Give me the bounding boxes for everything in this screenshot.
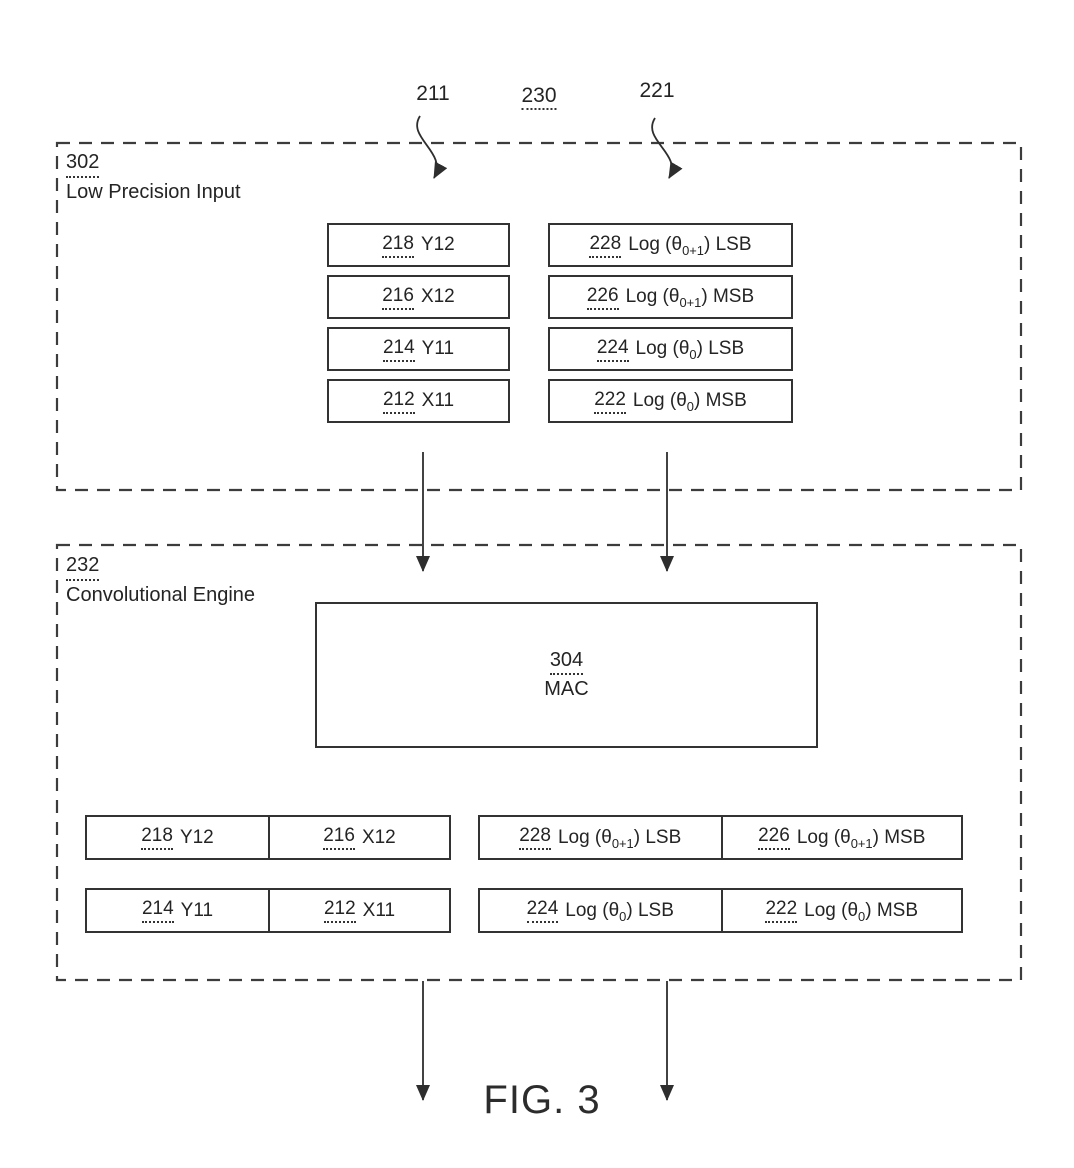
label-pre: Log (θ — [565, 899, 620, 921]
label-pre: Y11 — [421, 338, 455, 359]
input-box-222: 222 Log (θ0) MSB — [548, 379, 793, 423]
ref-number: 226 — [586, 285, 619, 310]
label-sub: 0 — [689, 346, 697, 362]
mac-box: 304 MAC — [315, 602, 818, 748]
label-text: Log (θ0) MSB — [804, 899, 919, 923]
label-post: ) LSB — [626, 899, 674, 921]
label-text: Log (θ0) LSB — [635, 338, 745, 362]
ref-number: 212 — [323, 898, 356, 923]
cell-218: 218 Y12 — [87, 817, 268, 858]
box-232-title: Convolutional Engine — [66, 584, 256, 606]
label-sub: 0+1 — [850, 835, 873, 851]
box-232-ref: 232 — [66, 551, 100, 581]
label-pre: Log (θ — [635, 338, 690, 359]
mac-ref: 304 — [549, 649, 584, 675]
label-pre: Log (θ — [796, 826, 851, 848]
box-232-label: 232 Convolutional Engine — [66, 551, 255, 609]
label-post: ) LSB — [633, 826, 682, 848]
figure-caption: FIG. 3 — [483, 1078, 601, 1122]
cell-228: 228 Log (θ0+1) LSB — [480, 817, 721, 858]
label-sub: 0+1 — [679, 294, 702, 310]
cell-214: 214 Y11 — [87, 890, 268, 931]
input-box-218: 218 Y12 — [327, 223, 510, 267]
ref-label-230: 230 — [521, 84, 557, 110]
label-pre: Y11 — [180, 899, 214, 921]
ref-number: 228 — [519, 825, 551, 850]
ref-number: 218 — [382, 233, 414, 258]
label-pre: X12 — [361, 826, 396, 848]
label-text: Log (θ0+1) LSB — [628, 234, 752, 258]
label-post: ) LSB — [703, 234, 752, 255]
cell-226: 226 Log (θ0+1) MSB — [720, 817, 962, 858]
input-box-228: 228 Log (θ0+1) LSB — [548, 223, 793, 267]
label-text: Log (θ0) LSB — [565, 899, 674, 923]
ref-number: 226 — [758, 825, 790, 850]
box-302-ref: 302 — [66, 148, 100, 178]
input-box-216: 216 X12 — [327, 275, 510, 319]
label-text: X11 — [363, 900, 395, 922]
label-pre: X11 — [421, 390, 455, 411]
input-box-214: 214 Y11 — [327, 327, 510, 371]
label-sub: 0 — [686, 398, 694, 414]
ref-number: 212 — [382, 389, 415, 414]
label-pre: X12 — [420, 286, 455, 307]
label-text: Log (θ0+1) MSB — [796, 826, 926, 851]
label-post: ) LSB — [696, 338, 745, 359]
label-text: Log (θ0+1) LSB — [557, 826, 682, 851]
curved-arrow-211 — [416, 115, 448, 179]
cell-216: 216 X12 — [268, 817, 449, 858]
cell-212: 212 X11 — [268, 890, 449, 931]
label-post: ) MSB — [865, 899, 919, 921]
label-pre: Y12 — [179, 826, 214, 848]
ref-label-221: 221 — [639, 79, 675, 102]
cell-222: 222 Log (θ0) MSB — [720, 890, 962, 931]
label-text: Log (θ0+1) MSB — [625, 286, 755, 310]
ref-label-211: 211 — [416, 82, 450, 105]
ref-number: 222 — [594, 389, 626, 414]
label-pre: Log (θ — [628, 234, 683, 255]
mac-label: MAC — [544, 678, 589, 700]
ref-number: 214 — [141, 898, 174, 923]
ref-number: 216 — [323, 825, 355, 850]
ref-number: 222 — [765, 898, 798, 923]
label-post: ) MSB — [872, 826, 926, 848]
label-text: Y11 — [422, 338, 454, 360]
label-pre: X11 — [362, 899, 396, 921]
label-pre: Y12 — [420, 234, 455, 255]
cell-224: 224 Log (θ0) LSB — [480, 890, 721, 931]
label-sub: 0+1 — [611, 835, 634, 851]
ref-number: 228 — [589, 233, 622, 258]
label-text: Y11 — [181, 900, 213, 922]
ref-number: 218 — [141, 825, 173, 850]
label-pre: Log (θ — [625, 286, 680, 307]
ref-number: 214 — [382, 337, 415, 362]
input-box-224: 224 Log (θ0) LSB — [548, 327, 793, 371]
label-pre: Log (θ — [804, 899, 859, 921]
engine-row-y12-x12: 218 Y12 216 X12 — [85, 815, 451, 860]
label-pre: Log (θ — [557, 826, 612, 848]
engine-row-y11-x11: 214 Y11 212 X11 — [85, 888, 451, 933]
ref-number: 224 — [526, 898, 559, 923]
label-post: ) MSB — [693, 390, 747, 411]
label-text: X12 — [421, 286, 455, 308]
label-text: Log (θ0) MSB — [632, 390, 747, 414]
input-box-212: 212 X11 — [327, 379, 510, 423]
box-302-title: Low Precision Input — [66, 181, 241, 203]
ref-number: 216 — [382, 285, 414, 310]
ref-label-230-text: 230 — [521, 84, 557, 110]
engine-row-log-theta01: 228 Log (θ0+1) LSB 226 Log (θ0+1) MSB — [478, 815, 963, 860]
box-302-label: 302 Low Precision Input — [66, 148, 241, 206]
curved-arrow-221 — [651, 117, 683, 179]
label-text: Y12 — [180, 827, 214, 849]
label-sub: 0+1 — [682, 242, 704, 258]
label-post: ) MSB — [701, 286, 755, 307]
label-text: Y12 — [421, 234, 455, 256]
engine-row-log-theta0: 224 Log (θ0) LSB 222 Log (θ0) MSB — [478, 888, 963, 933]
input-box-226: 226 Log (θ0+1) MSB — [548, 275, 793, 319]
label-text: X11 — [422, 390, 454, 412]
ref-number: 224 — [596, 337, 629, 362]
label-text: X12 — [362, 827, 396, 849]
label-pre: Log (θ — [632, 390, 687, 411]
